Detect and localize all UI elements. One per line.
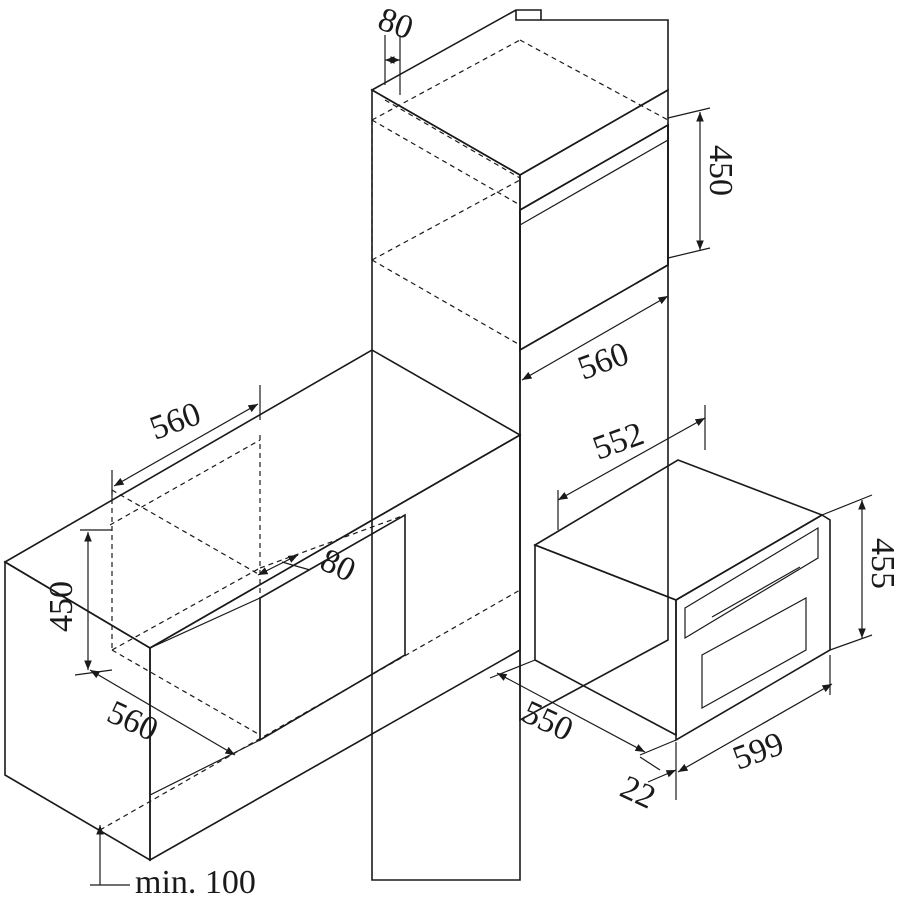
tall-cabinet [370,9,669,881]
oven-height-label: 455 [864,538,899,589]
low-niche-depth-label: 560 [102,694,164,749]
tall-cabinet-side [519,88,669,722]
tall-niche-width-label: 560 [573,335,634,387]
low-cabinet [3,349,522,862]
tall-niche-floor [519,123,669,352]
tall-vent-depth-label: 80 [373,1,418,47]
oven-front-thickness-label: 22 [615,769,661,817]
floor-clearance-label: min. 100 [135,864,256,899]
tall-cabinet-front [371,88,521,881]
dimension-labels: 80 450 560 552 455 550 599 22 560 450 56… [43,1,899,899]
oven [533,459,831,742]
oven-depth-label: 550 [517,694,579,749]
tall-niche-height-label: 450 [702,145,739,196]
low-cabinet-side [149,433,521,862]
oven-control-panel [684,526,819,640]
dimension-lines [74,35,873,886]
low-niche-height-label: 450 [43,581,80,632]
tall-niche-cavity [519,123,669,352]
oven-front-width-label: 599 [728,725,789,777]
oven-front [675,514,831,742]
low-niche-width-label: 560 [145,395,206,447]
low-cabinet-top [3,349,522,649]
oven-width-top-label: 552 [588,415,649,467]
